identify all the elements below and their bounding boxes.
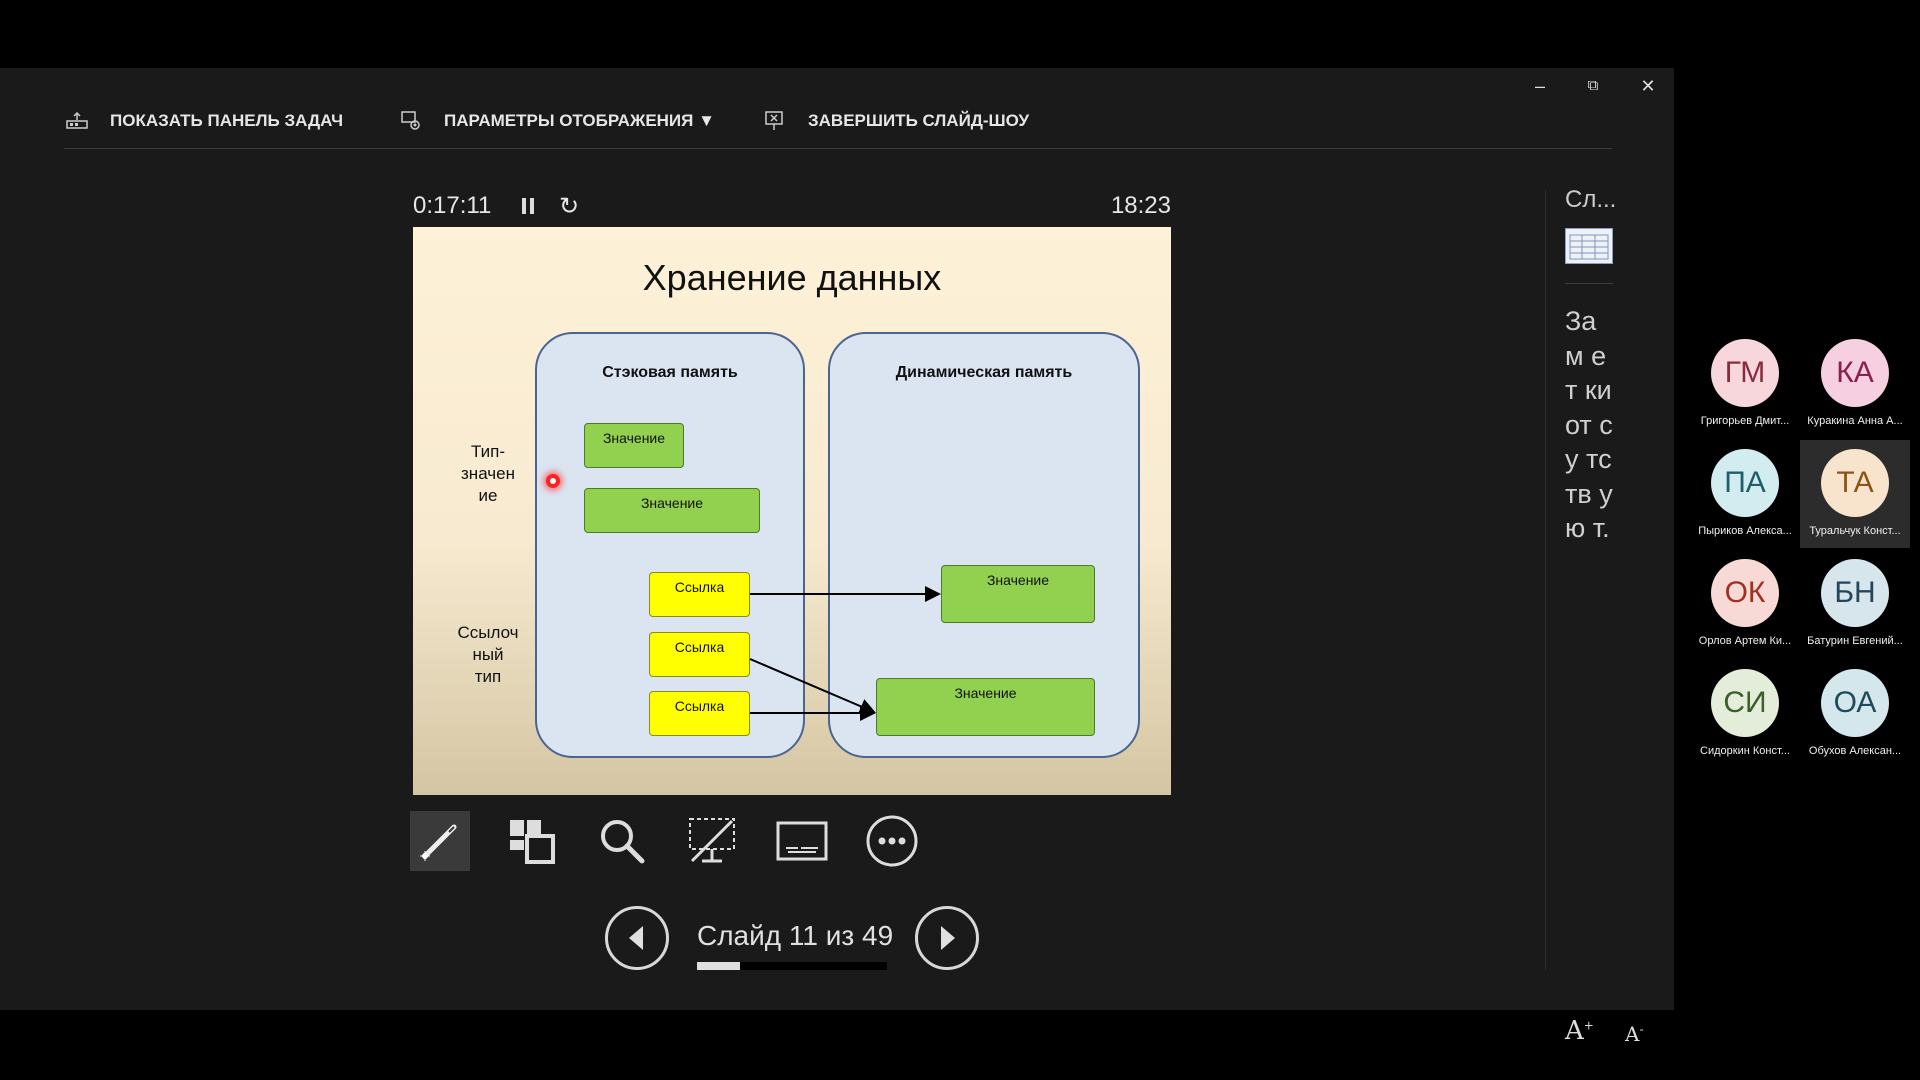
zoom-into-slide-button[interactable] <box>592 811 652 871</box>
pen-laser-tool-button[interactable] <box>410 811 470 871</box>
stack-memory-box: Стэковая память <box>535 332 805 758</box>
stack-reference-block: Ссылка <box>649 632 750 677</box>
next-arrow-icon <box>941 926 955 950</box>
panel-divider[interactable] <box>1545 190 1546 970</box>
participant-tile[interactable]: СИ Сидоркин Конст... <box>1690 660 1800 768</box>
decrease-font-button[interactable]: A- <box>1625 1022 1644 1046</box>
restart-timer-button[interactable]: ↻ <box>559 193 580 220</box>
previous-arrow-icon <box>629 926 643 950</box>
display-settings-button[interactable]: ПАРАМЕТРЫ ОТОБРАЖЕНИЯ ▼ <box>400 98 715 144</box>
reference-type-label: Ссылоч ный тип <box>457 623 519 686</box>
current-slide: Хранение данных Стэковая память Динамиче… <box>413 227 1171 795</box>
slide-progress-bar <box>697 962 887 970</box>
participant-avatar: ОК <box>1711 559 1779 627</box>
minimize-button[interactable]: – <box>1534 76 1545 96</box>
participant-tile[interactable]: БН Батурин Евгений... <box>1800 550 1910 658</box>
increase-font-button[interactable]: A+ <box>1565 1016 1594 1046</box>
subtitles-icon <box>776 821 828 861</box>
timer-row: 0:17:11 ↻ 18:23 <box>413 186 1171 226</box>
participant-name: Григорьев Дмит... <box>1700 415 1790 427</box>
magnifier-icon <box>601 820 645 864</box>
participant-avatar: ТА <box>1821 449 1889 517</box>
participant-tile[interactable]: ПА Пыриков Алекса... <box>1690 440 1800 548</box>
stack-memory-title: Стэковая память <box>602 364 738 381</box>
presenter-toolbar: ПОКАЗАТЬ ПАНЕЛЬ ЗАДАЧ ПАРАМЕТРЫ ОТОБРАЖЕ… <box>64 98 1612 149</box>
slide-title: Хранение данных <box>642 257 942 298</box>
heap-memory-title: Динамическая память <box>895 364 1073 381</box>
participant-avatar: ОА <box>1821 669 1889 737</box>
heap-value-block: Значение <box>876 678 1095 736</box>
increase-font-label: A <box>1565 1016 1584 1046</box>
participant-name: Обухов Алексан... <box>1808 745 1902 757</box>
participant-avatar: КА <box>1821 339 1889 407</box>
elapsed-timer: 0:17:11 <box>413 192 492 219</box>
participant-tile[interactable]: КА Куракина Анна А... <box>1800 330 1910 438</box>
participant-avatar: СИ <box>1711 669 1779 737</box>
next-slide-label: Сл... <box>1565 186 1617 213</box>
show-taskbar-label: ПОКАЗАТЬ ПАНЕЛЬ ЗАДАЧ <box>110 111 344 130</box>
slide-counter: Слайд 11 из 49 <box>697 920 894 951</box>
participant-name: Туральчук Конст... <box>1809 525 1901 537</box>
restore-button[interactable]: ⧉ <box>1587 77 1599 94</box>
pause-timer-button[interactable] <box>517 194 539 218</box>
next-slide-preview <box>1569 234 1609 260</box>
see-all-slides-button[interactable] <box>502 811 562 871</box>
pen-laser-icon <box>420 824 457 861</box>
participant-tile[interactable]: ОА Обухов Алексан... <box>1800 660 1910 768</box>
toggle-subtitles-button[interactable] <box>772 811 832 871</box>
taskbar-icon <box>66 112 88 129</box>
stack-value-block: Значение <box>584 423 684 468</box>
slide-navigation: Слайд 11 из 49 <box>605 906 980 976</box>
black-screen-icon <box>689 818 735 863</box>
participant-name: Орлов Артем Ки... <box>1698 635 1792 647</box>
participant-name: Сидоркин Конст... <box>1700 745 1790 757</box>
show-taskbar-button[interactable]: ПОКАЗАТЬ ПАНЕЛЬ ЗАДАЧ <box>66 98 343 144</box>
end-slideshow-label: ЗАВЕРШИТЬ СЛАЙД-ШОУ <box>808 111 1030 130</box>
more-options-icon <box>866 815 918 867</box>
speaker-notes[interactable]: За м ет ки от су тс тв у ю т. <box>1565 306 1613 543</box>
participant-name: Пыриков Алекса... <box>1698 525 1792 537</box>
participant-tile[interactable]: ОК Орлов Артем Ки... <box>1690 550 1800 658</box>
participant-name: Куракина Анна А... <box>1807 415 1903 427</box>
notes-separator <box>1565 283 1613 284</box>
display-settings-icon <box>401 111 420 130</box>
previous-slide-button[interactable] <box>605 906 669 970</box>
heap-value-block: Значение <box>941 565 1095 623</box>
end-slideshow-button[interactable]: ЗАВЕРШИТЬ СЛАЙД-ШОУ <box>764 98 1029 144</box>
current-time: 18:23 <box>1110 192 1171 219</box>
participant-avatar: ПА <box>1711 449 1779 517</box>
pause-icon <box>522 198 534 214</box>
participant-avatar: БН <box>1821 559 1889 627</box>
reference-arrows <box>749 586 941 721</box>
next-slide-thumbnail[interactable] <box>1565 228 1613 264</box>
next-slide-button[interactable] <box>915 906 979 970</box>
stack-reference-block: Ссылка <box>649 691 750 736</box>
participant-tile[interactable]: ГМ Григорьев Дмит... <box>1690 330 1800 438</box>
presenter-view: ПОКАЗАТЬ ПАНЕЛЬ ЗАДАЧ ПАРАМЕТРЫ ОТОБРАЖЕ… <box>0 68 1674 1046</box>
black-screen-button[interactable] <box>682 811 742 871</box>
value-type-label: Тип- значен ие <box>461 442 515 505</box>
stack-value-block: Значение <box>584 488 760 533</box>
display-settings-label: ПАРАМЕТРЫ ОТОБРАЖЕНИЯ ▼ <box>444 111 715 130</box>
end-slideshow-icon <box>765 111 783 130</box>
decrease-font-label: A <box>1625 1022 1640 1046</box>
stack-reference-block: Ссылка <box>649 572 750 617</box>
participant-avatar: ГМ <box>1711 339 1779 407</box>
participant-tile[interactable]: ТА Туральчук Конст... <box>1800 440 1910 548</box>
more-options-button[interactable] <box>862 811 922 871</box>
close-button[interactable]: ✕ <box>1640 76 1656 96</box>
reference-arrow <box>749 658 876 714</box>
participant-name: Батурин Евгений... <box>1807 635 1903 647</box>
laser-pointer <box>546 474 560 488</box>
see-all-slides-icon <box>510 820 555 864</box>
slide-progress-fill <box>697 962 740 970</box>
